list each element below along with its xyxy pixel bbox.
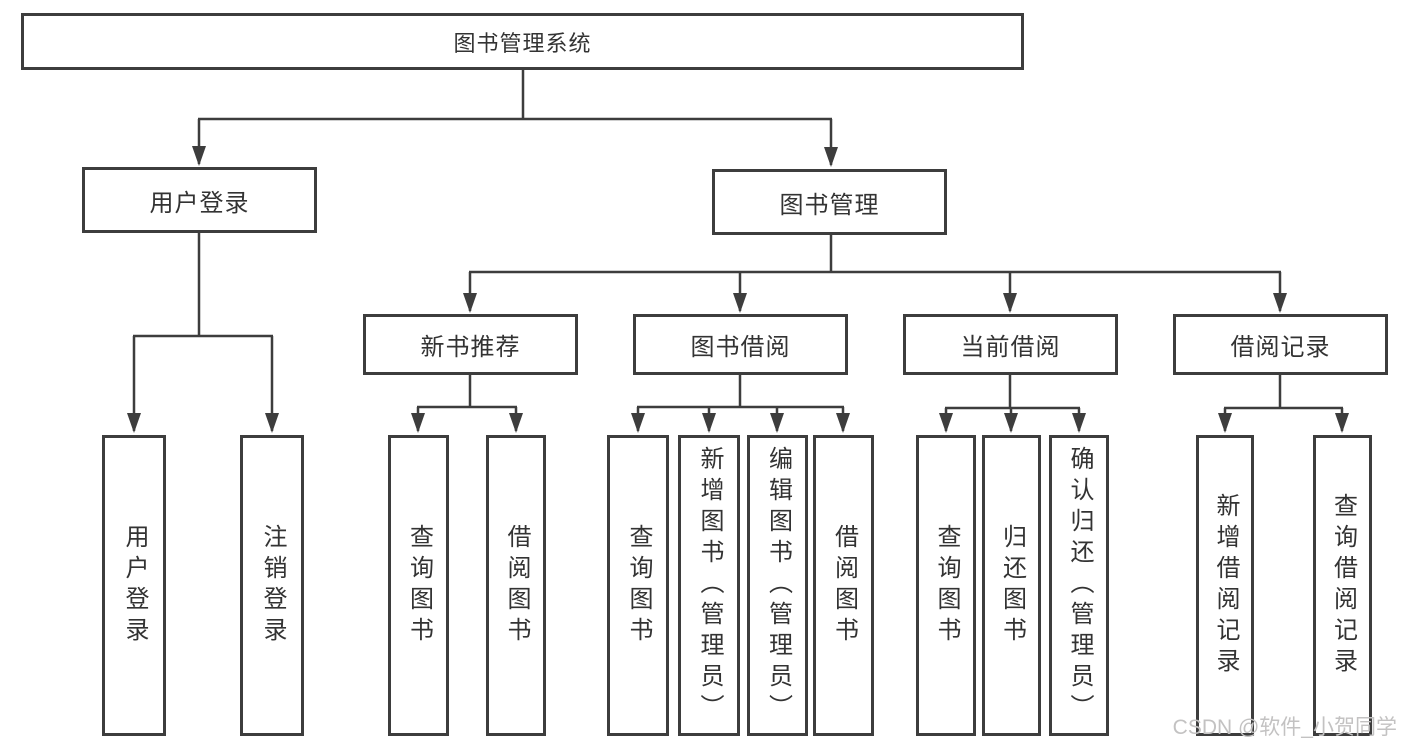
leaf-label: 注销登录 [259,523,286,648]
csdn-watermark: CSDN @软件_小贺同学 [1172,716,1397,739]
leaf-label: 用户登录 [121,523,148,648]
node-current-borrowing: 当前借阅 [903,314,1118,375]
node-label: 当前借阅 [960,334,1061,361]
leaf-confirm-return-admin: 确认归还（管理员） [1049,435,1109,736]
leaf-label: 查询图书 [933,523,960,648]
leaf-label: 确认归还（管理员） [1066,446,1093,725]
node-library-management-system: 图书管理系统 [21,13,1024,70]
leaf-label: 查询借阅记录 [1329,492,1357,679]
node-label: 借阅记录 [1230,334,1331,361]
node-label: 新书推荐 [420,334,521,361]
leaf-label: 新增借阅记录 [1212,492,1239,679]
node-label: 图书管理系统 [453,30,592,56]
leaf-user-login: 用户登录 [102,435,166,736]
leaf-borrow-books-borrowing: 借阅图书 [813,435,874,736]
leaf-logout-login: 注销登录 [240,435,304,736]
leaf-query-borrow-record: 查询借阅记录 [1313,435,1372,736]
leaf-label: 查询图书 [405,523,433,648]
leaf-return-books: 归还图书 [982,435,1041,736]
leaf-add-borrow-record: 新增借阅记录 [1196,435,1254,736]
node-label: 用户登录 [149,189,250,217]
node-user-login: 用户登录 [82,167,317,233]
leaf-query-books-current: 查询图书 [916,435,976,736]
leaf-query-books-borrowing: 查询图书 [607,435,669,736]
leaf-label: 借阅图书 [830,523,858,648]
node-new-book-recommend: 新书推荐 [363,314,578,375]
node-label: 图书借阅 [690,334,791,361]
node-book-management: 图书管理 [712,169,947,235]
leaf-borrow-books-recommend: 借阅图书 [486,435,546,736]
node-book-borrowing: 图书借阅 [633,314,848,375]
leaf-edit-book-admin: 编辑图书（管理员） [747,435,808,736]
leaf-add-book-admin: 新增图书（管理员） [678,435,740,736]
leaf-label: 查询图书 [625,523,652,648]
leaf-label: 归还图书 [998,523,1026,648]
node-label: 图书管理 [779,191,880,219]
leaf-label: 借阅图书 [503,523,530,648]
leaf-label: 编辑图书（管理员） [764,446,792,725]
node-borrowing-records: 借阅记录 [1173,314,1388,375]
leaf-query-books-recommend: 查询图书 [388,435,449,736]
leaf-label: 新增图书（管理员） [696,446,723,725]
